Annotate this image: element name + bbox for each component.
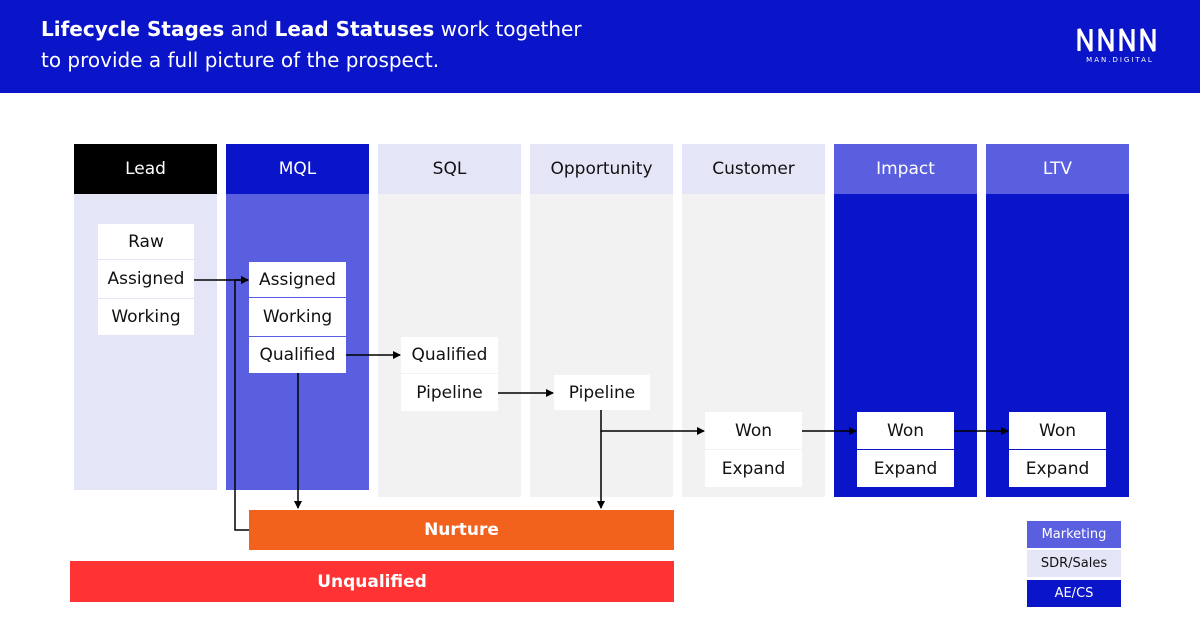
column-header-sql: SQL: [378, 144, 521, 194]
title-lifecycle-stages: Lifecycle Stages: [41, 17, 225, 41]
mql-status-assigned: Assigned: [249, 262, 346, 298]
impact-status-expand: Expand: [857, 450, 954, 487]
mql-status-qualified: Qualified: [249, 337, 346, 373]
lead-status-raw: Raw: [98, 224, 194, 260]
title-and: and: [224, 17, 275, 41]
column-header-lead: Lead: [74, 144, 217, 194]
title-lead-statuses: Lead Statuses: [274, 17, 435, 41]
title-work-together: work together: [434, 17, 582, 41]
column-header-impact: Impact: [834, 144, 977, 194]
ltv-status-won: Won: [1009, 412, 1106, 450]
column-header-ltv: LTV: [986, 144, 1129, 194]
customer-status-won: Won: [705, 412, 802, 450]
header-title: Lifecycle Stages and Lead Statuses work …: [41, 14, 681, 76]
sql-status-qualified: Qualified: [401, 337, 498, 374]
lead-status-working: Working: [98, 299, 194, 335]
column-header-customer: Customer: [682, 144, 825, 194]
logo-wordmark: MAN.DIGITAL: [1086, 56, 1154, 64]
legend-ae-cs: AE/CS: [1027, 580, 1121, 607]
title-line-2: to provide a full picture of the prospec…: [41, 48, 440, 72]
ltv-status-expand: Expand: [1009, 450, 1106, 487]
unqualified-bar: Unqualified: [70, 561, 674, 602]
mql-status-working: Working: [249, 298, 346, 337]
column-header-opportunity: Opportunity: [530, 144, 673, 194]
column-header-mql: MQL: [226, 144, 369, 194]
customer-status-expand: Expand: [705, 450, 802, 487]
opportunity-status-pipeline: Pipeline: [554, 375, 650, 410]
impact-status-won: Won: [857, 412, 954, 450]
nurture-bar: Nurture: [249, 510, 674, 550]
legend-sdr-sales: SDR/Sales: [1027, 550, 1121, 577]
lead-status-assigned: Assigned: [98, 260, 194, 299]
sql-status-pipeline: Pipeline: [401, 374, 498, 411]
column-body-opportunity: [530, 194, 673, 497]
legend-marketing: Marketing: [1027, 521, 1121, 548]
man-digital-logo-icon: [1077, 28, 1156, 52]
header-banner: Lifecycle Stages and Lead Statuses work …: [0, 0, 1200, 93]
